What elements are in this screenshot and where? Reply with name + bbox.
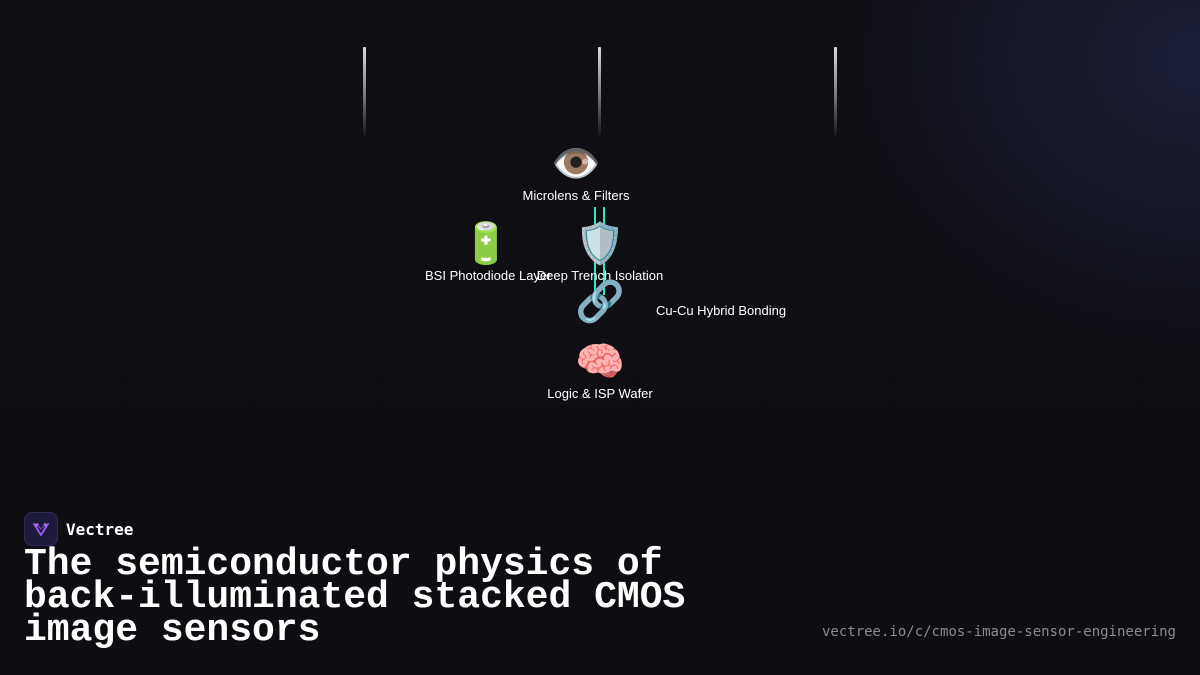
node-label: Logic & ISP Wafer xyxy=(547,386,653,401)
light-beam xyxy=(598,47,601,139)
vectree-logo-icon xyxy=(24,512,58,546)
light-beam xyxy=(834,47,837,139)
diagram-node-photodiode: 🔋 BSI Photodiode Layer xyxy=(425,221,552,283)
diagram-node-bonding: 🔗 xyxy=(574,280,626,324)
battery-icon: 🔋 xyxy=(461,221,511,267)
link-icon: 🔗 xyxy=(575,279,625,325)
page-title: The semiconductor physics of back-illumi… xyxy=(24,543,686,652)
source-url: vectree.io/c/cmos-image-sensor-engineeri… xyxy=(821,624,1176,640)
connector-line xyxy=(603,207,605,295)
eye-icon: 👁️ xyxy=(551,141,601,187)
diagram-node-logic: 🧠 Logic & ISP Wafer xyxy=(540,340,660,401)
connector-line xyxy=(594,207,596,295)
node-label: Cu-Cu Hybrid Bonding xyxy=(656,303,787,318)
shield-icon: 🛡️ xyxy=(575,221,625,267)
brand-name: Vectree xyxy=(66,519,134,539)
light-beam xyxy=(363,47,366,139)
brand: Vectree xyxy=(24,512,133,546)
diagram-node-microlens: 👁️ Microlens & Filters xyxy=(516,142,636,203)
brain-icon: 🧠 xyxy=(575,339,625,385)
node-label: BSI Photodiode Layer xyxy=(425,268,552,283)
node-label: Deep Trench Isolation xyxy=(536,268,664,283)
node-label: Microlens & Filters xyxy=(522,188,630,203)
diagram-node-trench: 🛡️ Deep Trench Isolation xyxy=(536,222,664,283)
